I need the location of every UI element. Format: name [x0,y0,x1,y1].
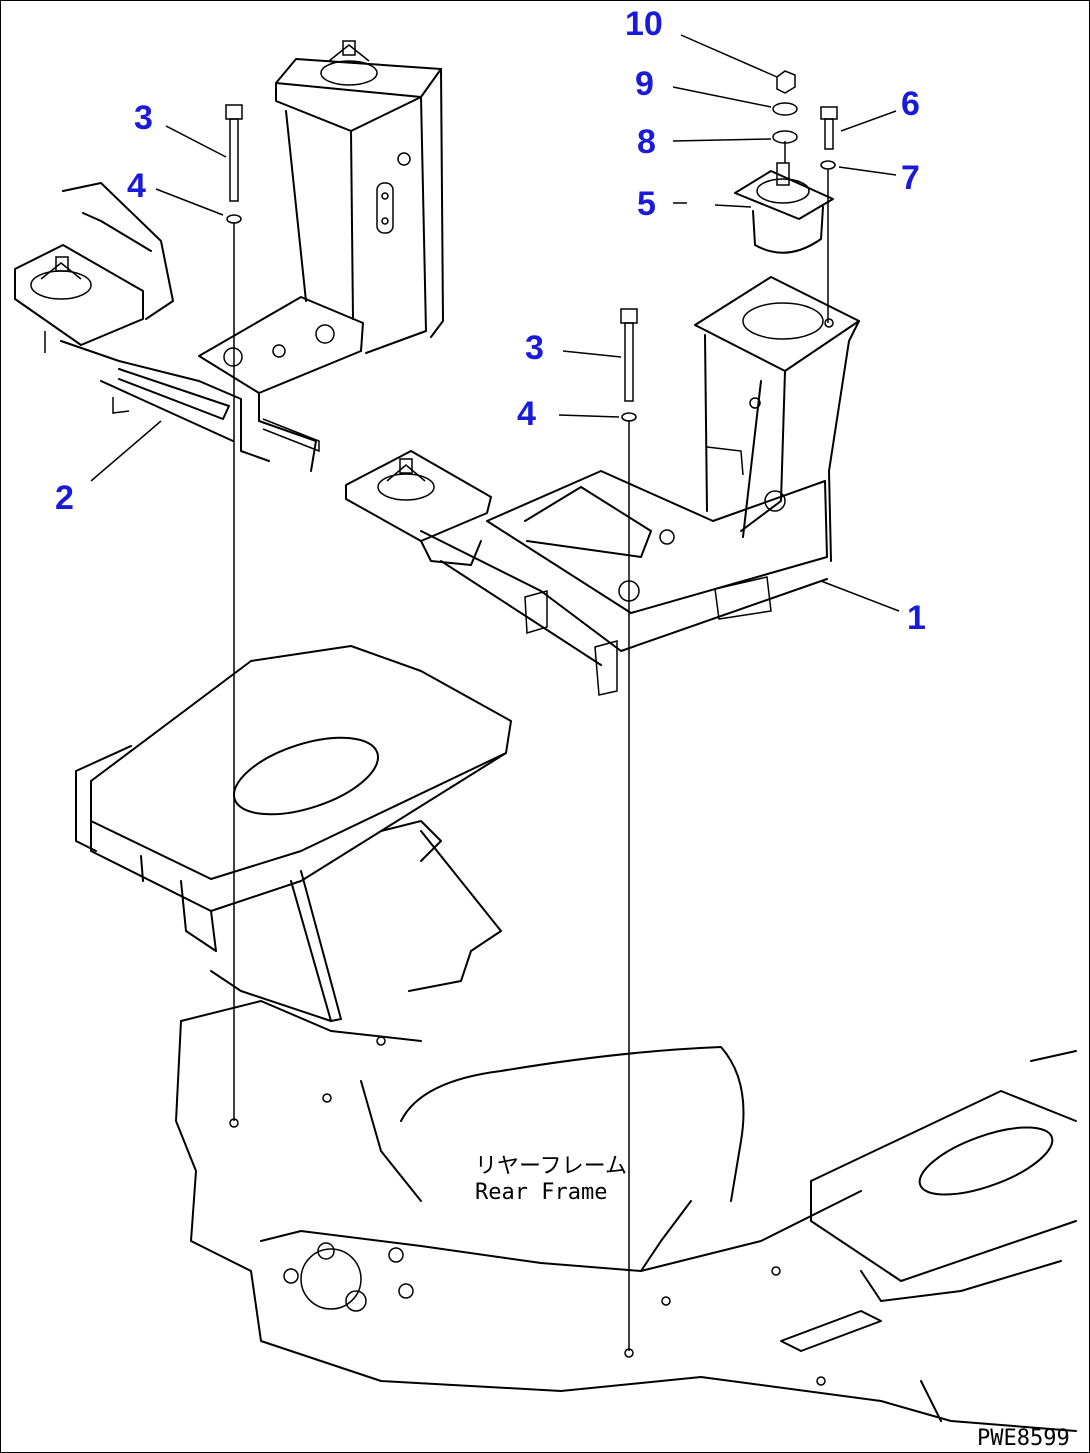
callout-6: 6 [901,85,920,123]
fasteners [225,70,838,422]
callout-5: 5 [637,185,656,223]
leader-lines [90,34,900,612]
callout-1: 1 [907,599,926,637]
center-lines [229,141,829,1358]
callout-2: 2 [55,479,74,517]
callout-numbers: 10 9 8 6 7 5 3 4 2 3 4 1 [55,5,926,637]
rear-frame [75,645,1077,1432]
callout-10: 10 [625,5,663,43]
right-bracket-assembly [345,276,860,696]
callout-7: 7 [901,159,920,197]
left-bracket-assembly [14,40,444,472]
callout-4-right: 4 [517,395,536,433]
drawing-code: PWE8599 [977,1426,1070,1451]
callout-3-right: 3 [525,329,544,367]
callout-9: 9 [635,65,654,103]
rear-frame-label-jp: リヤーフレーム [475,1154,627,1179]
callout-4-left: 4 [127,167,146,205]
rear-frame-label-en: Rear Frame [475,1180,607,1205]
callout-8: 8 [637,123,656,161]
callout-3-left: 3 [134,99,153,137]
